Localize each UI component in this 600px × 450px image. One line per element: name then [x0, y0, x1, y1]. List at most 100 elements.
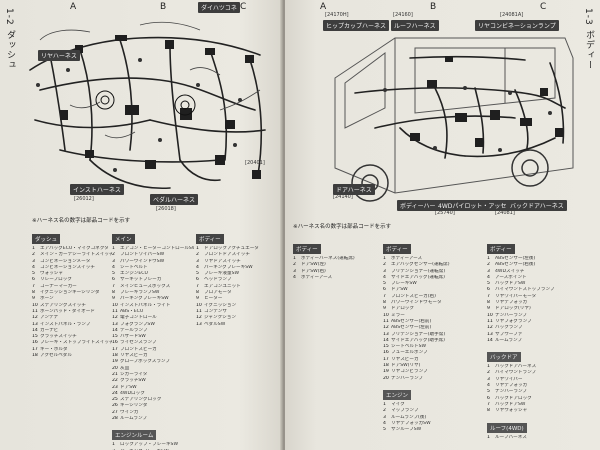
legend-item-number: 12: [112, 315, 118, 321]
legend-item-label: バックドアハーネス: [495, 364, 537, 370]
legend-item-number: 8: [487, 300, 490, 306]
legend-item-label: バックドアロック: [495, 395, 532, 401]
legend-item-number: 20: [383, 375, 389, 381]
legend-item-number: 13: [487, 331, 493, 337]
legend-item-number: 11: [196, 308, 202, 314]
legend-item-number: 5: [383, 427, 386, 433]
left-page: 1-2 ダッシュ A B C: [0, 0, 282, 450]
legend-item-number: 7: [487, 293, 490, 299]
legend-item-number: 22: [112, 378, 118, 384]
legend-item-number: 4: [293, 274, 296, 280]
legend-item-number: 10: [112, 302, 118, 308]
part-code: [24081A]: [500, 12, 524, 18]
legend-item-label: エンジンECU: [120, 271, 148, 277]
legend-item-label: パワーウインドウSW: [120, 258, 165, 264]
legend-item-number: 10: [196, 302, 202, 308]
legend-heading: メイン: [112, 234, 135, 244]
right-page: 1-3 ボディー A B C: [285, 0, 600, 450]
legend-item-label: プリテンショナー(助手席): [391, 331, 446, 337]
legend-item-number: 24: [112, 390, 118, 396]
legend-item-number: 19: [383, 369, 389, 375]
legend-item-number: 3: [487, 268, 490, 274]
legend-item-label: ドアロック: [391, 306, 414, 312]
legend-item-label: シートベルト: [120, 264, 148, 270]
legend-item-label: フロントワイパーSW: [120, 252, 165, 258]
legend-item-number: 8: [196, 290, 199, 296]
legend-item-label: コンデンサ: [204, 308, 227, 314]
legend-item-label: ABSセンサー(右後): [495, 262, 536, 268]
legend-item: 5 サンルーフSW: [383, 427, 483, 433]
legend-item-label: フォグランプSW: [120, 321, 155, 327]
legend-item-number: 8: [487, 408, 490, 414]
legend-item-number: 6: [383, 287, 386, 293]
legend-item-label: ブレーキランプSW: [120, 290, 160, 296]
legend-item-label: ホーン: [40, 296, 54, 302]
legend-item-label: メイン・カーテシーライトスイッチ: [40, 252, 112, 258]
legend-item-number: 25: [112, 397, 118, 403]
legend-item-label: サンルーフSW: [391, 427, 422, 433]
legend-item-number: 9: [196, 296, 199, 302]
legend-item-number: 3: [383, 268, 386, 274]
legend-item-label: ドアSW(右): [301, 268, 326, 274]
harness-callout-hip: ヒップカップハーネス: [323, 20, 390, 31]
legend-item-label: フューエルポンプ: [391, 350, 428, 356]
legend-item-label: イグニッション: [204, 302, 237, 308]
legend-item-number: 4: [487, 274, 490, 280]
harness-callout-rear: リヤハーネス: [38, 50, 80, 61]
legend-item-label: クラッチスイッチ: [40, 334, 77, 340]
legend-item-label: ABSセンサー(左後): [495, 256, 536, 261]
legend-item-number: 4: [32, 264, 35, 270]
legend-item-number: 18: [112, 353, 118, 359]
legend-item-label: アースポイント: [495, 274, 527, 280]
legend-item-label: ベダルSW: [204, 321, 226, 327]
legend-item-label: ボディーアース: [391, 256, 423, 261]
part-code: [24160]: [393, 12, 413, 18]
legend-item-number: 6: [196, 277, 199, 283]
column-letter-a: A: [70, 2, 77, 12]
legend-item-number: 11: [487, 318, 493, 324]
legend-item-number: 1: [487, 434, 490, 440]
legend-item-number: 13: [383, 331, 389, 337]
column-letter-b: B: [430, 2, 437, 12]
legend-item-label: グローブボックスランプ: [120, 359, 170, 365]
legend-item-number: 6: [112, 277, 115, 283]
legend-item-number: 14: [383, 337, 389, 343]
legend-item-number: 7: [32, 283, 35, 289]
section-title-left: ダッシュ: [5, 30, 15, 70]
legend-item-label: インストパネル・ランプ: [40, 321, 91, 327]
legend-item-label: ヘッドランプ: [204, 277, 232, 283]
legend-item-label: マイク: [391, 401, 405, 407]
legend-item-label: パーキングブレーキSW: [120, 296, 169, 302]
legend-item-label: サイドエアバッグ(助手席): [391, 337, 445, 343]
legend-item-number: 8: [32, 290, 35, 296]
legend-item-number: 14: [487, 337, 493, 343]
legend-item-number: 1: [487, 256, 490, 261]
part-code: [26012]: [74, 196, 94, 202]
legend-item-label: テールランプ: [120, 327, 148, 333]
